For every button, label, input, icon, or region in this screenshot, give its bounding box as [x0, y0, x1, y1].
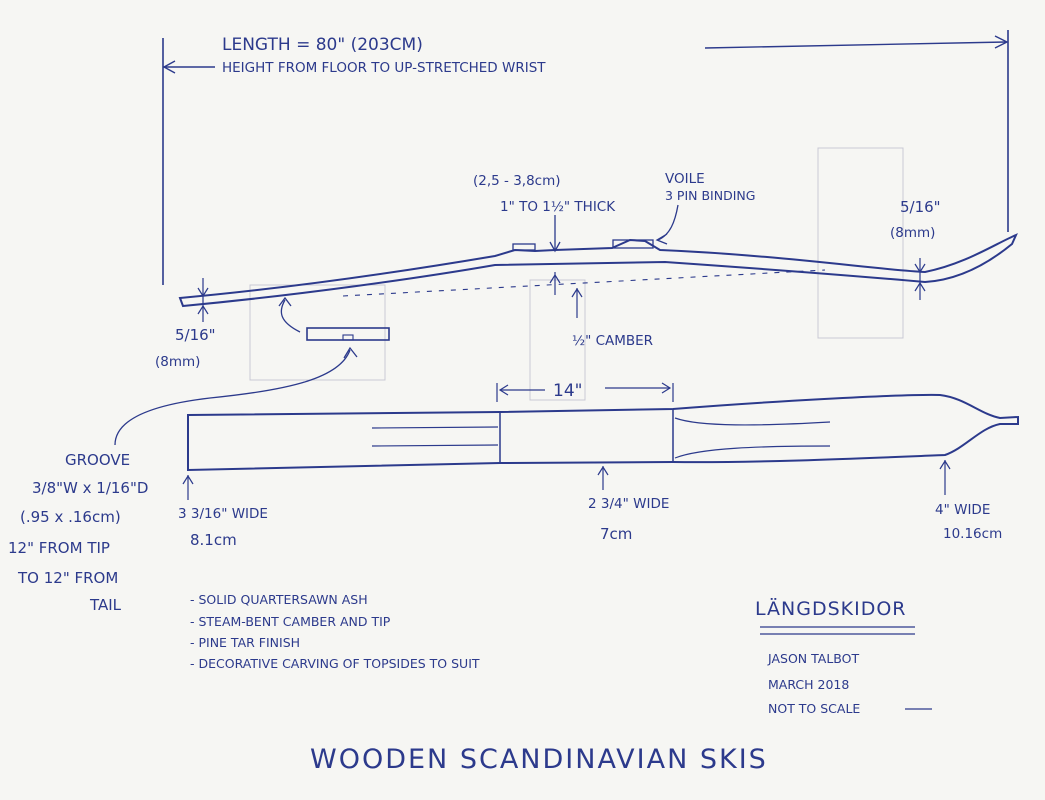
tape-mark	[817, 147, 904, 339]
author-name: JASON TALBOT	[767, 651, 859, 666]
note-item: - PINE TAR FINISH	[190, 635, 300, 650]
height-label: HEIGHT FROM FLOOR TO UP-STRETCHED WRIST	[222, 60, 546, 76]
tape-mark	[249, 284, 386, 381]
binding-arrow	[657, 204, 679, 241]
tip-width-in: 4" WIDE	[935, 502, 990, 518]
ski-side-view	[178, 233, 1018, 308]
drawing-title: WOODEN SCANDINAVIAN SKIS	[310, 744, 768, 775]
waist-width-in: 2 3/4" WIDE	[588, 496, 669, 512]
binding-label-2: 3 PIN BINDING	[665, 188, 755, 203]
ski-name: LÄNGDSKIDOR	[755, 597, 907, 620]
tip-thickness-in: 5/16"	[900, 198, 941, 216]
tip-width-cm: 10.16cm	[943, 526, 1002, 542]
camber-label: ½" CAMBER	[572, 333, 653, 349]
groove-size: 3/8"W x 1/16"D	[32, 479, 148, 497]
tail-width-in: 3 3/16" WIDE	[178, 506, 268, 522]
thickness-cm-label: (2,5 - 3,8cm)	[473, 173, 561, 189]
note-item: - SOLID QUARTERSAWN ASH	[190, 592, 368, 607]
tail-width-cm: 8.1cm	[190, 531, 237, 549]
thickness-in-label: 1" TO 1½" THICK	[500, 199, 616, 215]
tip-thickness-mm: (8mm)	[890, 225, 935, 241]
groove-cm: (.95 x .16cm)	[20, 508, 121, 526]
center-length-label: 14"	[553, 381, 582, 401]
note-item: - STEAM-BENT CAMBER AND TIP	[190, 614, 391, 629]
groove-cross-section	[114, 296, 390, 446]
groove-title: GROOVE	[65, 451, 130, 469]
length-dimension	[162, 30, 1009, 285]
scale-note: NOT TO SCALE	[768, 701, 860, 716]
ski-top-view	[187, 393, 1019, 472]
waist-width-cm: 7cm	[600, 525, 632, 543]
groove-span-2: TO 12" FROM	[17, 569, 118, 587]
tail-thickness-mm: (8mm)	[155, 354, 200, 370]
tail-thickness-in: 5/16"	[175, 326, 216, 344]
groove-span-1: 12" FROM TIP	[8, 539, 110, 557]
drawing-date: MARCH 2018	[768, 677, 849, 692]
groove-span-3: TAIL	[89, 596, 122, 614]
length-label: LENGTH = 80" (203CM)	[222, 35, 423, 55]
binding-label-1: VOILE	[665, 171, 705, 187]
note-item: - DECORATIVE CARVING OF TOPSIDES TO SUIT	[190, 656, 480, 671]
